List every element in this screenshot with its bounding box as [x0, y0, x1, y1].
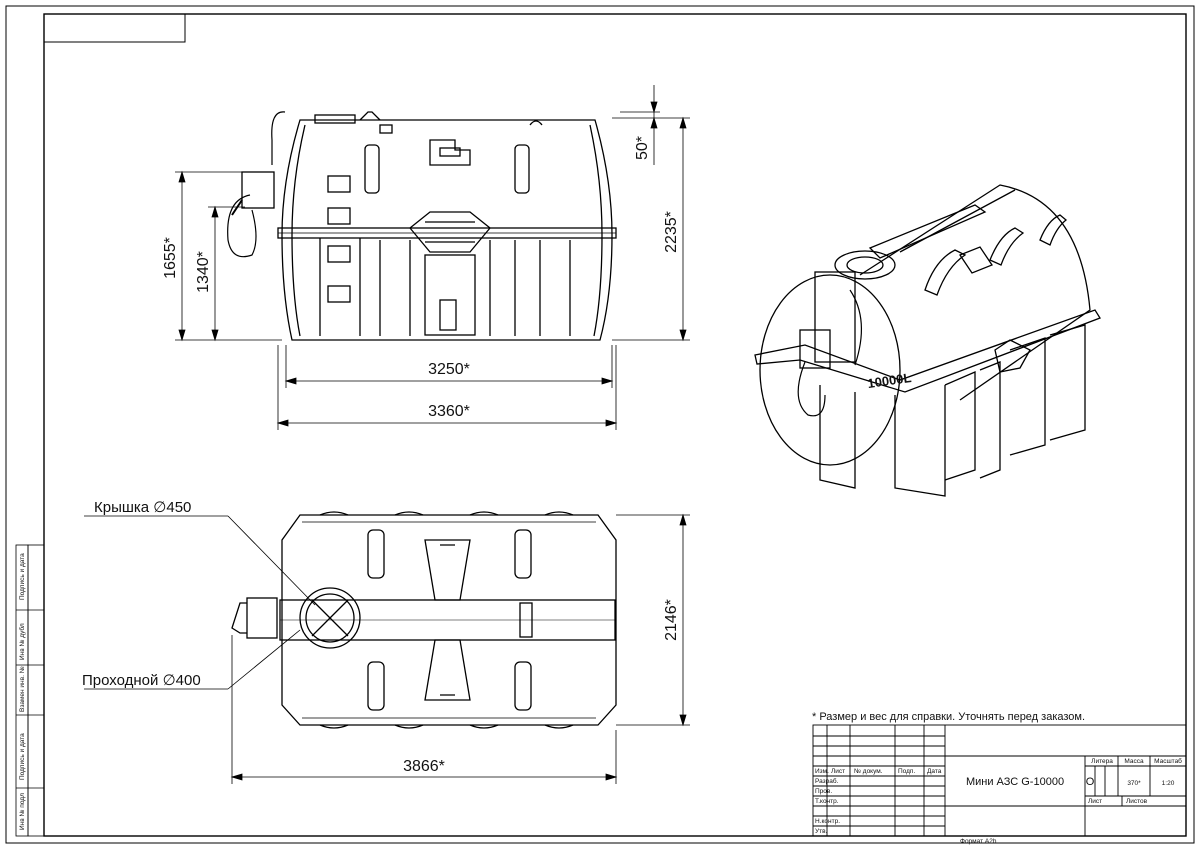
stamp-inv-orig: Инв № подл	[19, 793, 26, 830]
outer-frame	[5, 5, 1195, 844]
front-view	[227, 111, 617, 341]
mass-label: Масса	[1124, 758, 1144, 765]
top-view	[231, 511, 617, 729]
litera-value: О	[1086, 776, 1095, 788]
reference-note: * Размер и вес для справки. Уточнять пер…	[812, 711, 1085, 723]
row-razrab: Разраб.	[815, 777, 839, 785]
col-list: Лист	[831, 768, 845, 775]
litera-label: Литера	[1091, 758, 1113, 765]
dim-50: 50*	[634, 136, 651, 160]
scale-value: 1:20	[1162, 780, 1175, 787]
front-dimensions	[175, 85, 690, 430]
iso-volume-marking: 10000L	[866, 370, 912, 391]
side-stamp: Инв № подл Подпись и дата Взамен инв. № …	[15, 544, 45, 837]
col-doc: № докум.	[854, 768, 883, 775]
dim-3866: 3866*	[403, 758, 445, 775]
sheets-label: Листов	[1126, 798, 1148, 805]
col-izm: Изм.	[815, 768, 829, 775]
dim-1655: 1655*	[162, 237, 179, 279]
callout-passage-400: Проходной ∅400	[82, 672, 201, 689]
row-utv: Утв.	[815, 828, 828, 835]
scale-label: Масштаб	[1154, 757, 1182, 765]
col-sign: Подп.	[898, 768, 915, 775]
title-block-text: Изм. Лист № докум. Подп. Дата Разраб. Пр…	[815, 757, 1182, 845]
top-left-stamp	[43, 13, 186, 43]
callout-lid-450: Крышка ∅450	[94, 499, 191, 516]
dim-2146: 2146*	[663, 599, 680, 641]
dim-2235: 2235*	[663, 211, 680, 253]
row-prov: Пров.	[815, 788, 832, 795]
stamp-sign-date-1: Подпись и дата	[19, 733, 26, 780]
isometric-view	[754, 184, 1101, 497]
stamp-replace-inv: Взамен инв. №	[19, 666, 26, 712]
sheet-label: Лист	[1088, 798, 1102, 805]
title-block	[812, 724, 1187, 837]
dim-3360: 3360*	[428, 403, 470, 420]
row-tkontr: Т.контр.	[815, 798, 839, 805]
inner-frame	[43, 13, 1187, 837]
sheet-format: Формат А2h	[960, 838, 997, 845]
row-nkontr: Н.контр.	[815, 818, 840, 825]
dim-3250: 3250*	[428, 361, 470, 378]
mass-value: 370*	[1127, 780, 1141, 787]
stamp-sign-date-2: Подпись и дата	[19, 553, 26, 600]
drawing-title: Мини АЗС G-10000	[966, 776, 1064, 788]
stamp-inv-dup: Инв № дубл	[18, 623, 26, 660]
dim-1340: 1340*	[195, 251, 212, 293]
top-dimensions	[84, 513, 690, 784]
col-date: Дата	[927, 768, 942, 775]
